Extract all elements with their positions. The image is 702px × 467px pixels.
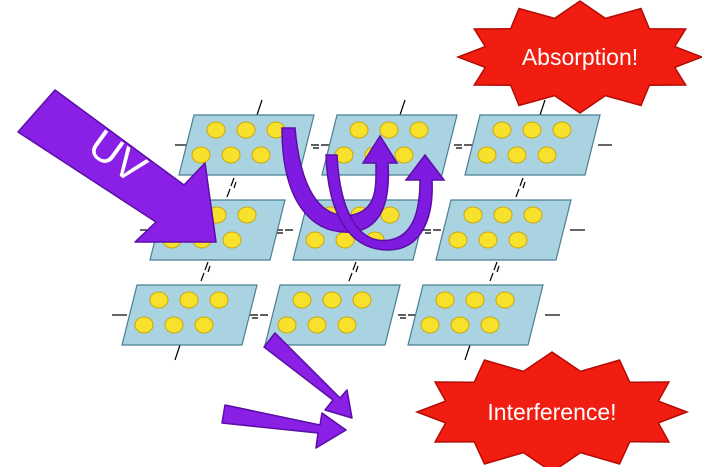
electron-dot xyxy=(307,316,327,334)
electron-dot xyxy=(507,146,527,164)
electron-dot xyxy=(379,121,399,139)
electron-dot xyxy=(164,316,184,334)
electron-dot xyxy=(221,146,241,164)
absorption-arrows xyxy=(281,127,446,251)
electron-dot xyxy=(179,291,199,309)
electron-dot xyxy=(349,121,369,139)
lattice-tile xyxy=(178,114,315,176)
electron-dot xyxy=(277,316,297,334)
electron-dot xyxy=(236,121,256,139)
interference-burst: Interference! xyxy=(414,351,690,467)
lattice-tile xyxy=(264,284,401,346)
electron-dot xyxy=(508,231,528,249)
bond-stub xyxy=(539,99,546,116)
electron-dot xyxy=(492,121,512,139)
absorption-arrow-back xyxy=(325,153,446,251)
interference-label: Interference! xyxy=(487,399,616,425)
uv-arrow: UV xyxy=(17,89,217,243)
electron-dot xyxy=(477,146,497,164)
electron-dot xyxy=(495,291,515,309)
absorption-burst: Absorption! xyxy=(455,0,702,114)
electron-dot xyxy=(448,231,468,249)
bond xyxy=(311,144,329,149)
electron-dot xyxy=(237,206,257,224)
electron-dot xyxy=(394,146,414,164)
uv-arrow-shape xyxy=(17,89,217,243)
electron-dot xyxy=(465,291,485,309)
electron-dot xyxy=(493,206,513,224)
electron-dot xyxy=(420,316,440,334)
electron-dot xyxy=(222,231,242,249)
bond xyxy=(454,144,472,149)
bond xyxy=(423,229,441,234)
electron-dot xyxy=(134,316,154,334)
bond-stub xyxy=(256,99,263,116)
electron-dot xyxy=(537,146,557,164)
bond xyxy=(250,314,268,319)
bond xyxy=(489,261,500,282)
bond-stub xyxy=(399,99,406,116)
electron-dot xyxy=(480,316,500,334)
bond xyxy=(398,314,416,319)
electron-dot xyxy=(522,121,542,139)
lattice-tile xyxy=(407,284,544,346)
electron-dot xyxy=(149,291,169,309)
bond-stub xyxy=(464,344,471,361)
reflected-arrows xyxy=(221,332,353,449)
electron-dot xyxy=(463,206,483,224)
electron-dot xyxy=(450,316,470,334)
electron-dot xyxy=(206,121,226,139)
reflected-arrow-lower xyxy=(221,404,347,449)
lattice-tile xyxy=(464,114,601,176)
absorption-label: Absorption! xyxy=(522,44,638,70)
electron-dot xyxy=(352,291,372,309)
electron-dot xyxy=(409,121,429,139)
bond xyxy=(348,261,359,282)
lattice-tile xyxy=(321,114,458,176)
electron-dot xyxy=(292,291,312,309)
interference-burst-shape xyxy=(414,351,690,467)
electron-dot xyxy=(435,291,455,309)
electron-dot xyxy=(380,206,400,224)
electron-dot xyxy=(478,231,498,249)
electron-dot xyxy=(322,291,342,309)
absorption-burst-shape xyxy=(455,0,702,114)
electron-dot xyxy=(191,146,211,164)
absorption-arrow-front xyxy=(281,127,399,233)
reflected-arrow-upper xyxy=(263,332,353,419)
bond xyxy=(226,177,237,198)
lattice-tile xyxy=(435,199,572,261)
electron-dot xyxy=(209,291,229,309)
electron-dot xyxy=(194,316,214,334)
lattice-tile xyxy=(121,284,258,346)
bond xyxy=(200,261,211,282)
bond xyxy=(515,177,526,198)
electron-dot xyxy=(552,121,572,139)
electron-dot xyxy=(251,146,271,164)
electron-dot xyxy=(305,231,325,249)
bond-stub xyxy=(174,344,181,361)
electron-dot xyxy=(523,206,543,224)
electron-dot xyxy=(337,316,357,334)
